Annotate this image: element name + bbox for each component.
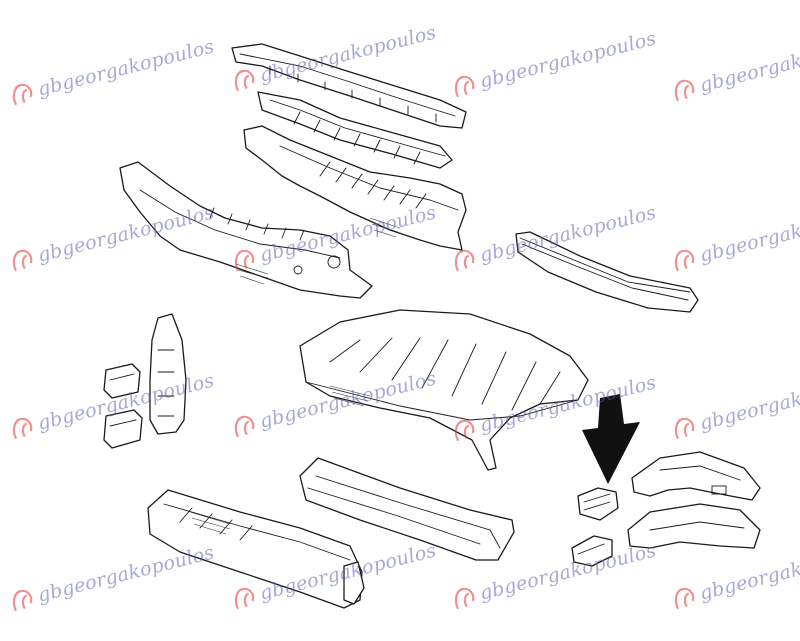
upper-cover-strip [231, 43, 467, 129]
center-cover-panel [299, 309, 589, 471]
highlighted-clip-brackets [571, 487, 619, 567]
lower-center-tray [299, 457, 515, 561]
right-bracket-pair [627, 451, 761, 549]
left-side-bracket [119, 161, 373, 299]
lower-left-tray [147, 489, 365, 609]
upper-reinforcement-beam [257, 91, 453, 169]
right-side-strip [515, 231, 699, 313]
highlight-arrow [582, 394, 640, 484]
left-vertical-reinforcement [103, 313, 187, 449]
